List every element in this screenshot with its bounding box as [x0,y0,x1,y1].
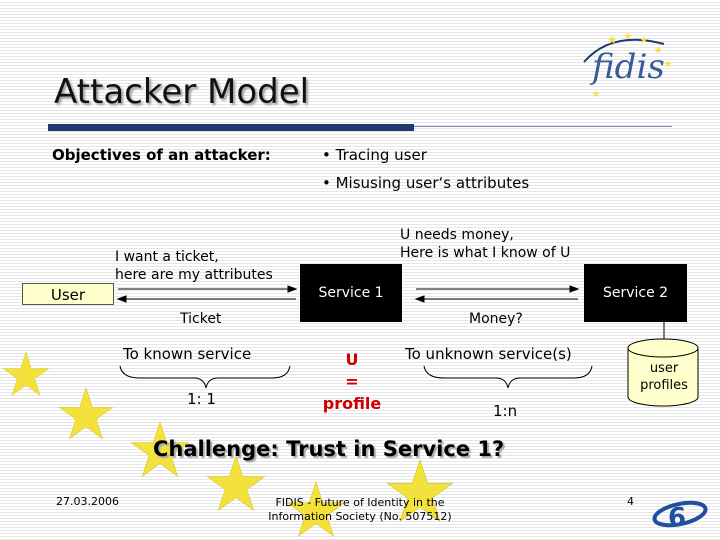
slide-title: Attacker Model [54,72,310,112]
equation-line2: = [345,372,359,391]
svg-text:fidis: fidis [589,47,665,87]
eu-star-icon [59,388,112,439]
user-profiles-line2: profiles [640,378,688,393]
known-ratio: 1: 1 [187,390,216,408]
ticket-request-line1: I want a ticket, [115,249,219,265]
ticket-request-line2: here are my attributes [115,267,273,283]
equation-line3: profile [322,394,382,413]
equation: U = profile [316,349,388,415]
service2-box: Service 2 [584,264,687,322]
title-underline-bar [48,124,414,131]
equation-line1: U [345,350,359,369]
unknown-ratio: 1:n [493,402,518,420]
brace-unknown [423,365,593,389]
money-request-line1: U needs money, [400,227,514,243]
user-profiles-database-icon [627,338,699,407]
service1-box: Service 1 [300,264,402,322]
fidis-logo-icon: fidis [583,32,672,98]
brace-known [119,365,291,389]
footer-center: FIDIS - Future of Identity in the Inform… [230,496,490,524]
footer-center-line2: Information Society (No. 507512) [268,510,452,523]
money-request-line2: Here is what I know of U [400,245,571,261]
eu-star-icon [3,352,49,395]
footer-center-line1: FIDIS - Future of Identity in the [275,496,445,509]
bullet-tracing: • Tracing user [322,146,427,164]
challenge-text: Challenge: Trust in Service 1? [153,437,505,461]
money-label: Money? [469,311,523,327]
ticket-label: Ticket [180,311,222,327]
user-profiles-line1: user [649,361,679,376]
objectives-label: Objectives of an attacker: [52,146,271,164]
title-underline-thin [414,126,672,127]
page-number: 4 [627,495,634,508]
user-profiles-label: user profiles [630,360,698,394]
user-box: User [22,283,114,305]
sixth-framework-logo-icon: 6 [652,500,708,533]
footer-date: 27.03.2006 [56,495,119,508]
known-service-label: To known service [123,345,252,363]
svg-text:6: 6 [668,503,686,533]
bullet-misusing: • Misusing user‘s attributes [322,174,530,192]
unknown-service-label: To unknown service(s) [405,345,572,363]
